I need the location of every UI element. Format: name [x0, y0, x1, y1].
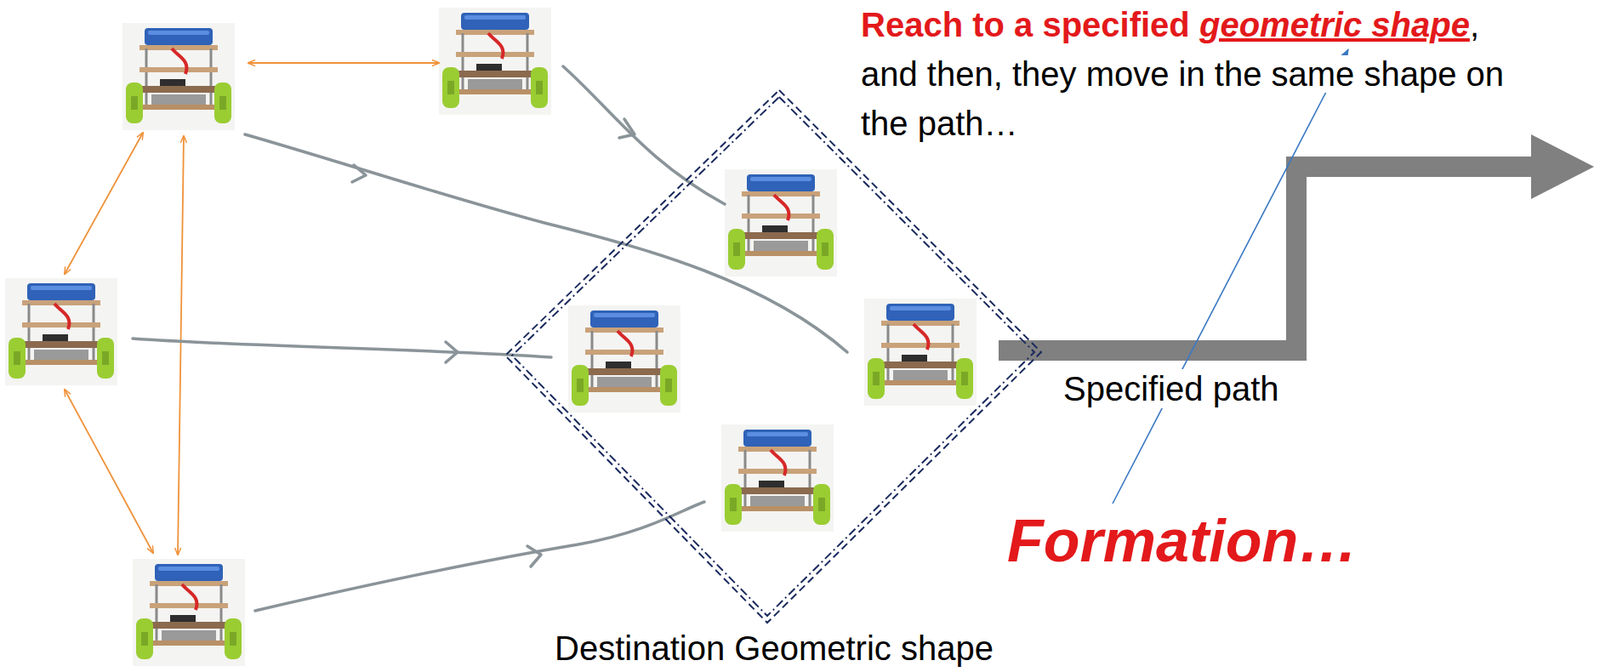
specified-path [998, 134, 1595, 351]
robots [5, 7, 977, 667]
path-band [998, 166, 1533, 351]
direction-chevron [352, 165, 366, 183]
formation-title: Formation… [1007, 506, 1358, 576]
robot [122, 22, 235, 131]
diamond-outline [501, 85, 1047, 630]
robot [5, 278, 118, 386]
robot [724, 169, 838, 277]
diamond-line [505, 90, 1042, 623]
destination-shape: Destination Geometric shape [501, 85, 1047, 672]
diamond-line [512, 96, 1035, 616]
link-arrow [64, 132, 143, 274]
direction-chevron [527, 546, 541, 567]
note-text: Reach to a specifiedgeometric shape, and… [860, 0, 1542, 149]
trajectories [132, 66, 848, 611]
direction-chevron [445, 341, 458, 363]
trajectory [563, 66, 725, 205]
robot [864, 298, 977, 406]
note-emphasis: geometric shape [1199, 5, 1470, 44]
trajectory [132, 338, 552, 358]
link-arrow [64, 389, 154, 553]
robot [438, 7, 552, 115]
robot [568, 305, 681, 413]
direction-chevron [619, 119, 635, 138]
robot [721, 424, 834, 532]
trajectory [255, 501, 705, 611]
note-heading: Reach to a specified [860, 5, 1191, 44]
leader-arrow [1112, 49, 1349, 504]
link-arrow [177, 136, 184, 555]
path-arrowhead [1531, 134, 1595, 200]
link-arrow [248, 62, 439, 64]
path-label: Specified path [1063, 369, 1280, 409]
trajectory [244, 134, 848, 353]
robot [132, 558, 245, 667]
shape-caption: Destination Geometric shape [501, 629, 1047, 667]
